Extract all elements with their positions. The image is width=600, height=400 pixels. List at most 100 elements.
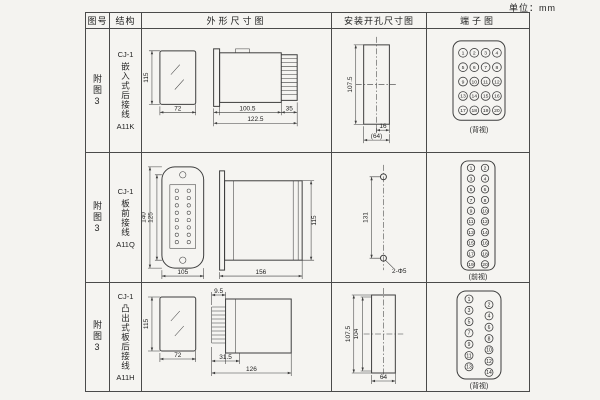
dim-inner-height: 104 (353, 297, 364, 371)
terminal-number: 14 (482, 230, 488, 236)
terminal-number: 14 (486, 370, 492, 376)
terminal-pin (480, 76, 491, 87)
mounting-cell-row2: 131 2-Φ5 (332, 153, 427, 283)
dim-front-height: 115 (143, 297, 154, 351)
dim-arrowhead (354, 44, 357, 49)
terminal-number: 12 (482, 219, 488, 225)
side-body (225, 298, 292, 354)
dim-arrowhead (361, 297, 364, 301)
terminal-pin (458, 91, 468, 101)
terminal-pin (469, 48, 480, 58)
front-view-hatch (170, 64, 184, 90)
dim-label: 126 (246, 366, 257, 373)
terminal-number: 1 (462, 51, 465, 57)
dim-arrowhead (293, 111, 298, 114)
terminal-number: 1 (470, 166, 473, 172)
col-header-outline: 外形尺寸图 (142, 13, 332, 29)
terminal-pin (480, 185, 490, 194)
terminal-pin (458, 76, 468, 87)
terminal-number: 13 (460, 94, 466, 100)
dim-cutout-height: 107.5 (345, 295, 355, 373)
structure-row3: CJ-1 凸出式板后接线 A11H (110, 283, 142, 391)
terminal-number: 18 (482, 251, 488, 257)
outline-drawing-row1: 115 72 100.5 122.5 35 (143, 48, 298, 127)
terminal-number: 15 (483, 94, 489, 100)
figure-no-row1: 附图3 (86, 29, 110, 153)
terminal-number: 9 (468, 342, 471, 348)
dim-label: 72 (174, 105, 182, 112)
terminal-pin (466, 163, 476, 172)
terminal-number: 10 (482, 209, 488, 215)
extension-lines (147, 292, 292, 376)
dim-label: 107.5 (345, 325, 352, 342)
terminal-number: 19 (468, 262, 474, 268)
terminal-pin (466, 249, 476, 258)
terminal-block-outline (456, 290, 502, 380)
front-inner (169, 184, 196, 249)
dim-label: 64 (380, 374, 388, 381)
terminal-pin (492, 62, 502, 72)
col-header-structure: 结构 (110, 13, 142, 29)
terminal-number: 10 (472, 79, 478, 85)
terminal-pin (480, 91, 491, 101)
terminal-number: 9 (462, 79, 465, 85)
dim-label: 35 (286, 105, 294, 112)
dim-arrowhead (150, 100, 154, 105)
outline-drawing-row3: 115 72 9.5 31.5 126 (143, 288, 292, 376)
dim-body-length: 156 (219, 269, 303, 278)
terminal-pin (466, 217, 476, 226)
dim-label: 31.5 (219, 354, 232, 361)
dim-label: 115 (143, 318, 150, 329)
dim-arrowhead (354, 120, 357, 125)
dim-arrowhead (277, 111, 282, 114)
dim-arrowhead (213, 111, 218, 114)
figure-no-row2: 附图3 (86, 153, 110, 283)
terminal-pin (458, 62, 468, 72)
centerlines (363, 288, 404, 380)
terminal-number: 5 (468, 319, 471, 325)
screw-hole-bottom (179, 256, 187, 264)
terminal-pin (480, 163, 490, 172)
structure-desc: 板前接线 (120, 198, 131, 237)
dim-terminal-proj: 9.5 (211, 288, 226, 297)
terminal-pin (484, 356, 494, 366)
dim-arrowhead (385, 138, 390, 142)
terminal-pin (492, 105, 502, 116)
dim-arrowhead (148, 166, 152, 171)
dim-arrowhead (159, 111, 164, 114)
mounting-drawing-row3: 107.5 104 64 (345, 288, 404, 384)
pin-pattern (174, 188, 191, 245)
dim-label: (64) (371, 133, 382, 140)
structure-code: A11K (116, 122, 135, 131)
structure-model: CJ-1 (117, 186, 134, 196)
dim-arrowhead (200, 274, 204, 278)
dim-flange-height: 140 (142, 166, 152, 269)
terminal-pin (466, 206, 476, 215)
dim-arrowhead (155, 256, 159, 261)
terminal-number: 7 (484, 65, 487, 71)
side-view-body (219, 52, 282, 103)
terminal-pin (469, 91, 480, 101)
terminal-pin (480, 228, 490, 237)
col-header-figure-no: 图号 (86, 13, 110, 29)
dim-hole-pitch: 125 (147, 174, 159, 261)
outline-cell-row3: 115 72 9.5 31.5 126 (142, 283, 332, 391)
structure-model: CJ-1 (117, 50, 134, 59)
dim-arrowhead (150, 297, 154, 301)
terminal-comb-ribs (281, 58, 298, 95)
terminal-number: 12 (494, 79, 500, 85)
structure-code: A11Q (116, 239, 135, 249)
dim-arrowhead (222, 293, 226, 297)
front-view (159, 50, 197, 105)
dim-small: 16 (376, 123, 390, 132)
extension-lines (353, 44, 390, 144)
terminal-pin (458, 48, 468, 58)
extension-lines (148, 50, 298, 127)
mounting-drawing-row2: 131 2-Φ5 (363, 164, 407, 275)
terminal-pin (466, 174, 476, 183)
dim-arrowhead (309, 180, 313, 185)
structure-row1: CJ-1 嵌入式后接线 A11K (110, 29, 142, 153)
structure-model: CJ-1 (117, 291, 134, 301)
terminal-number: 20 (482, 262, 488, 268)
